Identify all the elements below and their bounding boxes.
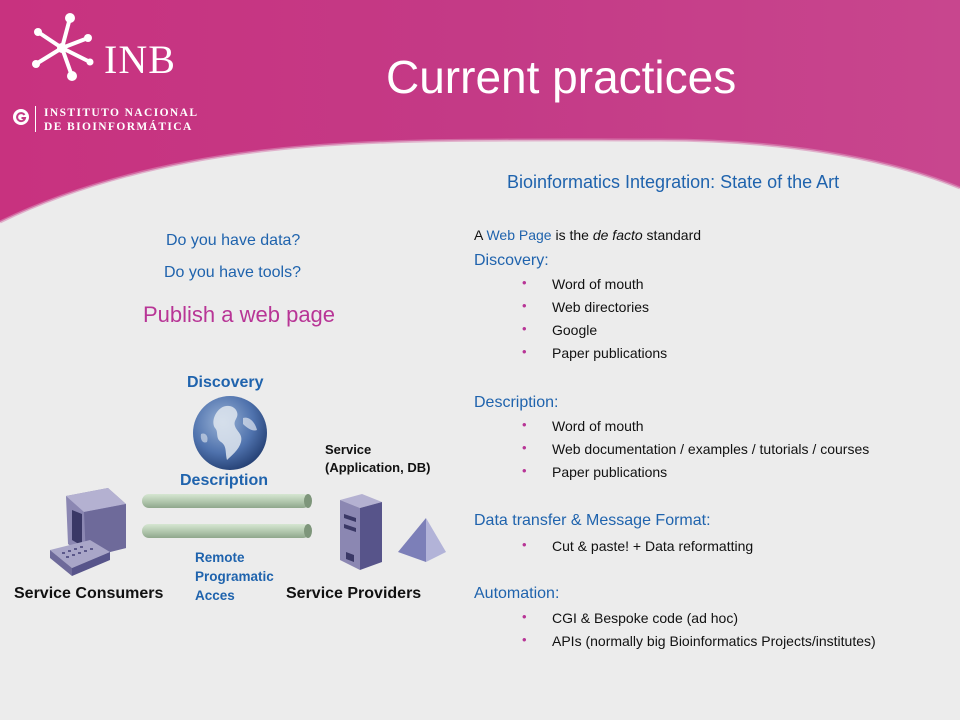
discovery-label: Discovery xyxy=(187,374,264,391)
service-label-line-1: Service xyxy=(325,442,372,457)
question-data: Do you have data? xyxy=(166,232,301,249)
remote-label-line-3: Acces xyxy=(195,588,235,603)
list-item: • CGI & Bespoke code (ad hoc) xyxy=(522,609,738,626)
list-item: • Word of mouth xyxy=(522,275,644,292)
bullet-icon: • xyxy=(522,417,527,432)
intro-suffix: standard xyxy=(642,227,702,243)
list-item-text: Google xyxy=(552,322,598,338)
service-providers-label: Service Providers xyxy=(286,585,422,602)
intro-line: A Web Page is the de facto standard xyxy=(474,227,701,243)
list-item: • APIs (normally big Bioinformatics Proje… xyxy=(522,632,876,649)
list-item: • Google xyxy=(522,321,598,338)
intro-mid: is the xyxy=(551,227,593,243)
genoma-logo-icon xyxy=(13,109,29,125)
bullet-icon: • xyxy=(522,537,527,552)
institute-line-2: DE BIOINFORMÁTICA xyxy=(44,121,193,133)
list-item-text: CGI & Bespoke code (ad hoc) xyxy=(552,610,738,626)
question-tools: Do you have tools? xyxy=(164,264,301,281)
brand-name: INB xyxy=(104,37,176,82)
bullet-icon: • xyxy=(522,609,527,624)
list-item: • Web directories xyxy=(522,298,650,315)
publish-web-page: Publish a web page xyxy=(143,302,336,327)
connection-tubes xyxy=(142,494,312,538)
service-label-line-2: (Application, DB) xyxy=(325,460,431,475)
list-item-text: Word of mouth xyxy=(552,276,644,292)
list-item-text: APIs (normally big Bioinformatics Projec… xyxy=(552,633,876,649)
list-item-text: Web documentation / examples / tutorials… xyxy=(552,441,870,457)
list-item: • Paper publications xyxy=(522,344,668,361)
list-item-text: Cut & paste! + Data reformatting xyxy=(552,538,754,554)
slide-subtitle: Bioinformatics Integration: State of the… xyxy=(507,172,840,192)
remote-label-line-2: Programatic xyxy=(195,569,274,584)
list-item-text: Word of mouth xyxy=(552,418,644,434)
remote-label-line-1: Remote xyxy=(195,550,245,565)
bullet-icon: • xyxy=(522,344,527,359)
list-item: • Paper publications xyxy=(522,463,668,480)
list-item: • Cut & paste! + Data reformatting xyxy=(522,537,754,554)
slide-title: Current practices xyxy=(386,51,737,103)
bullet-icon: • xyxy=(522,298,527,313)
logo-divider xyxy=(35,106,36,132)
globe-icon xyxy=(193,396,267,470)
list-item-text: Paper publications xyxy=(552,345,668,361)
list-item: • Word of mouth xyxy=(522,417,644,434)
pyramid-icon xyxy=(398,518,446,562)
inb-logo-icon xyxy=(32,13,94,81)
bullet-icon: • xyxy=(522,321,527,336)
intro-prefix: A xyxy=(474,227,487,243)
list-item-text: Paper publications xyxy=(552,464,668,480)
discovery-heading: Discovery: xyxy=(474,252,549,269)
server-icon xyxy=(340,494,382,570)
bullet-icon: • xyxy=(522,463,527,478)
bullet-icon: • xyxy=(522,440,527,455)
description-label: Description xyxy=(180,472,269,489)
description-heading: Description: xyxy=(474,394,559,411)
list-item-text: Web directories xyxy=(552,299,650,315)
list-item: • Web documentation / examples / tutorial… xyxy=(522,440,870,457)
intro-de-facto: de facto xyxy=(592,227,643,243)
bullet-icon: • xyxy=(522,632,527,647)
intro-web-page-link: Web Page xyxy=(486,227,552,243)
transfer-heading: Data transfer & Message Format: xyxy=(474,512,711,529)
institute-line-1: INSTITUTO NACIONAL xyxy=(44,107,199,119)
computer-icon xyxy=(50,488,126,576)
automation-heading: Automation: xyxy=(474,585,560,602)
service-consumers-label: Service Consumers xyxy=(14,585,164,602)
bullet-icon: • xyxy=(522,275,527,290)
